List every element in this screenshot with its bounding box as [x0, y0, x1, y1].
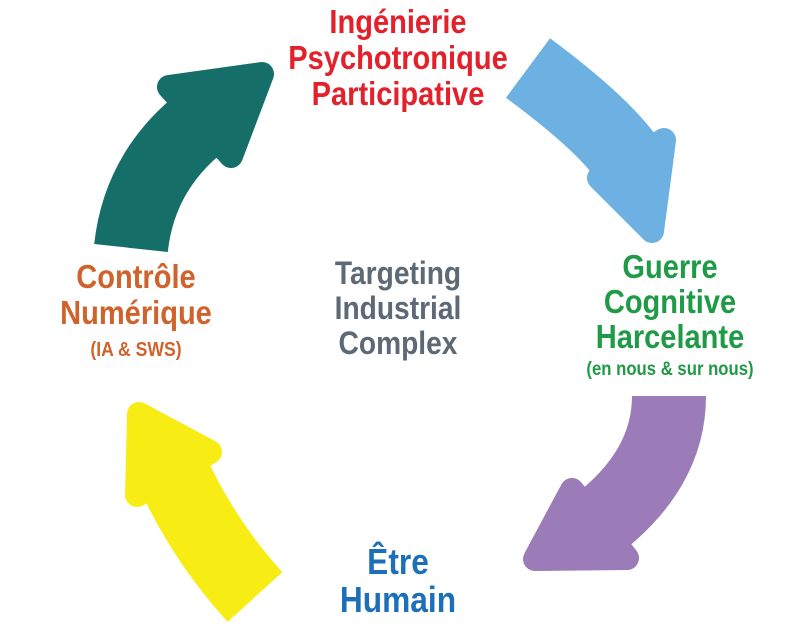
arrow-left-to-top-head-icon — [157, 62, 274, 168]
arrow-bottom-to-left — [125, 402, 283, 622]
arrow-bottom-to-left-head-icon — [125, 402, 222, 507]
node-top-line: Psychotronique — [288, 39, 508, 76]
arrow-right-to-bottom-band — [572, 394, 706, 556]
node-right-line: Harcelante — [595, 318, 745, 355]
node-left-line: Numérique — [60, 294, 212, 331]
node-right-label: Guerre Cognitive Harcelante (en nous & s… — [540, 249, 800, 381]
node-top-label: Ingénierie Psychotronique Participative — [228, 4, 568, 112]
center-hub-line: Industrial — [334, 290, 462, 326]
node-bottom-line: Être — [367, 541, 429, 582]
node-left-label: Contrôle Numérique (IA & SWS) — [6, 258, 266, 362]
node-right-line: Cognitive — [603, 283, 737, 320]
node-bottom-label: Être Humain — [268, 543, 528, 619]
center-hub-line: Targeting — [334, 255, 462, 291]
node-left-subtitle: (IA & SWS) — [90, 339, 182, 361]
center-hub-line: Complex — [338, 325, 458, 361]
node-top-line: Participative — [311, 75, 485, 112]
arrow-right-to-bottom — [523, 394, 706, 571]
node-top-line: Ingénierie — [329, 3, 467, 40]
node-right-subtitle: (en nous & sur nous) — [586, 359, 754, 380]
arrow-right-to-bottom-head-icon — [523, 478, 639, 571]
arrow-top-to-right — [505, 38, 676, 243]
arrow-bottom-to-left-band — [137, 453, 283, 622]
node-left-line: Contrôle — [76, 258, 196, 295]
arrow-left-to-top — [94, 62, 274, 253]
node-right-line: Guerre — [622, 248, 718, 285]
center-hub-label: Targeting Industrial Complex — [238, 256, 558, 361]
arrow-top-to-right-head-icon — [587, 128, 676, 243]
node-bottom-line: Humain — [339, 579, 457, 620]
